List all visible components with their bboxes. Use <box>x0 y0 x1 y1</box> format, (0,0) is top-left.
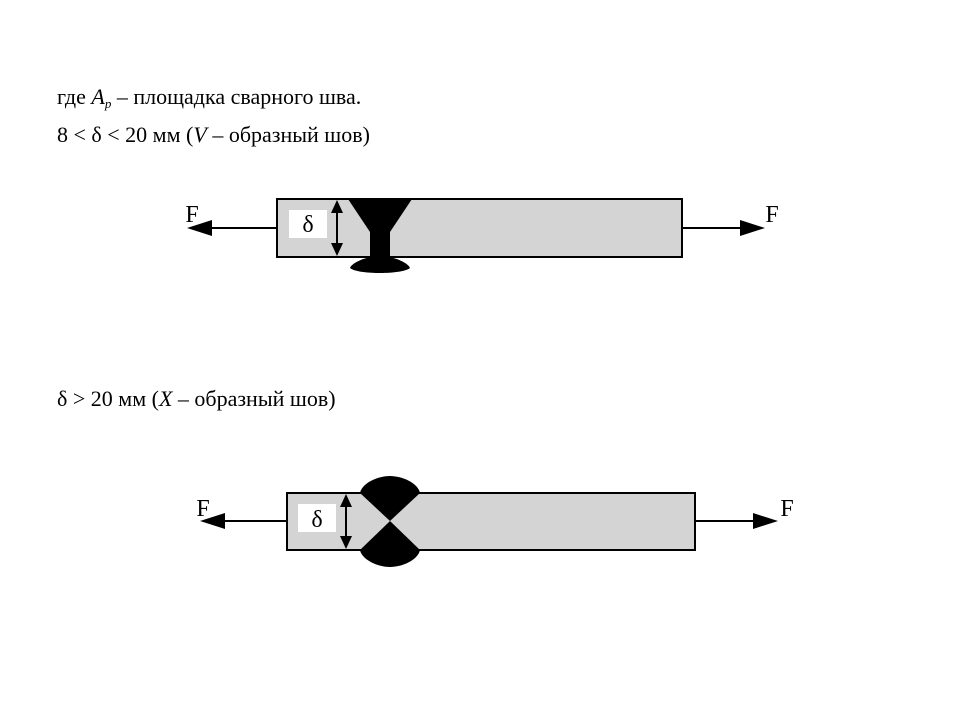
left-force-arrow <box>187 220 277 236</box>
condition-suffix: – образный шов) <box>206 122 370 147</box>
weld-type-letter: X <box>158 386 173 411</box>
right-force-label: F <box>780 496 793 522</box>
thickness-label-box <box>298 504 336 532</box>
welded-plate <box>286 492 696 551</box>
right-force-label: F <box>765 202 778 228</box>
area-subscript: р <box>104 96 112 111</box>
condition-prefix: δ > 20 мм ( <box>57 386 159 411</box>
thickness-dimension-arrow <box>340 494 352 549</box>
thickness-label: δ <box>302 212 313 238</box>
condition-prefix: 8 < δ < 20 мм ( <box>57 122 194 147</box>
condition-suffix: – образный шов) <box>172 386 336 411</box>
v-weld-seam <box>348 199 412 273</box>
x-weld-condition: δ > 20 мм (X – образный шов) <box>57 386 336 412</box>
thickness-label: δ <box>311 507 322 533</box>
thickness-dimension-arrow <box>331 200 343 256</box>
x-weld-seam-bottom <box>360 521 420 567</box>
welded-plate <box>276 198 683 258</box>
thickness-label-box <box>289 210 327 238</box>
left-force-arrow <box>200 513 287 529</box>
left-force-label: F <box>196 496 209 522</box>
weld-area-definition: где Aр – площадка сварного шва. <box>57 84 361 110</box>
v-weld-condition: 8 < δ < 20 мм (V – образный шов) <box>57 122 370 148</box>
text-prefix: где <box>57 84 92 109</box>
text-suffix: – площадка сварного шва. <box>111 84 362 109</box>
x-weld-seam-top <box>360 476 420 521</box>
right-force-arrow <box>695 513 778 529</box>
left-force-label: F <box>185 202 198 228</box>
right-force-arrow <box>682 220 765 236</box>
area-symbol: A <box>91 84 105 109</box>
weld-type-letter: V <box>193 122 207 147</box>
